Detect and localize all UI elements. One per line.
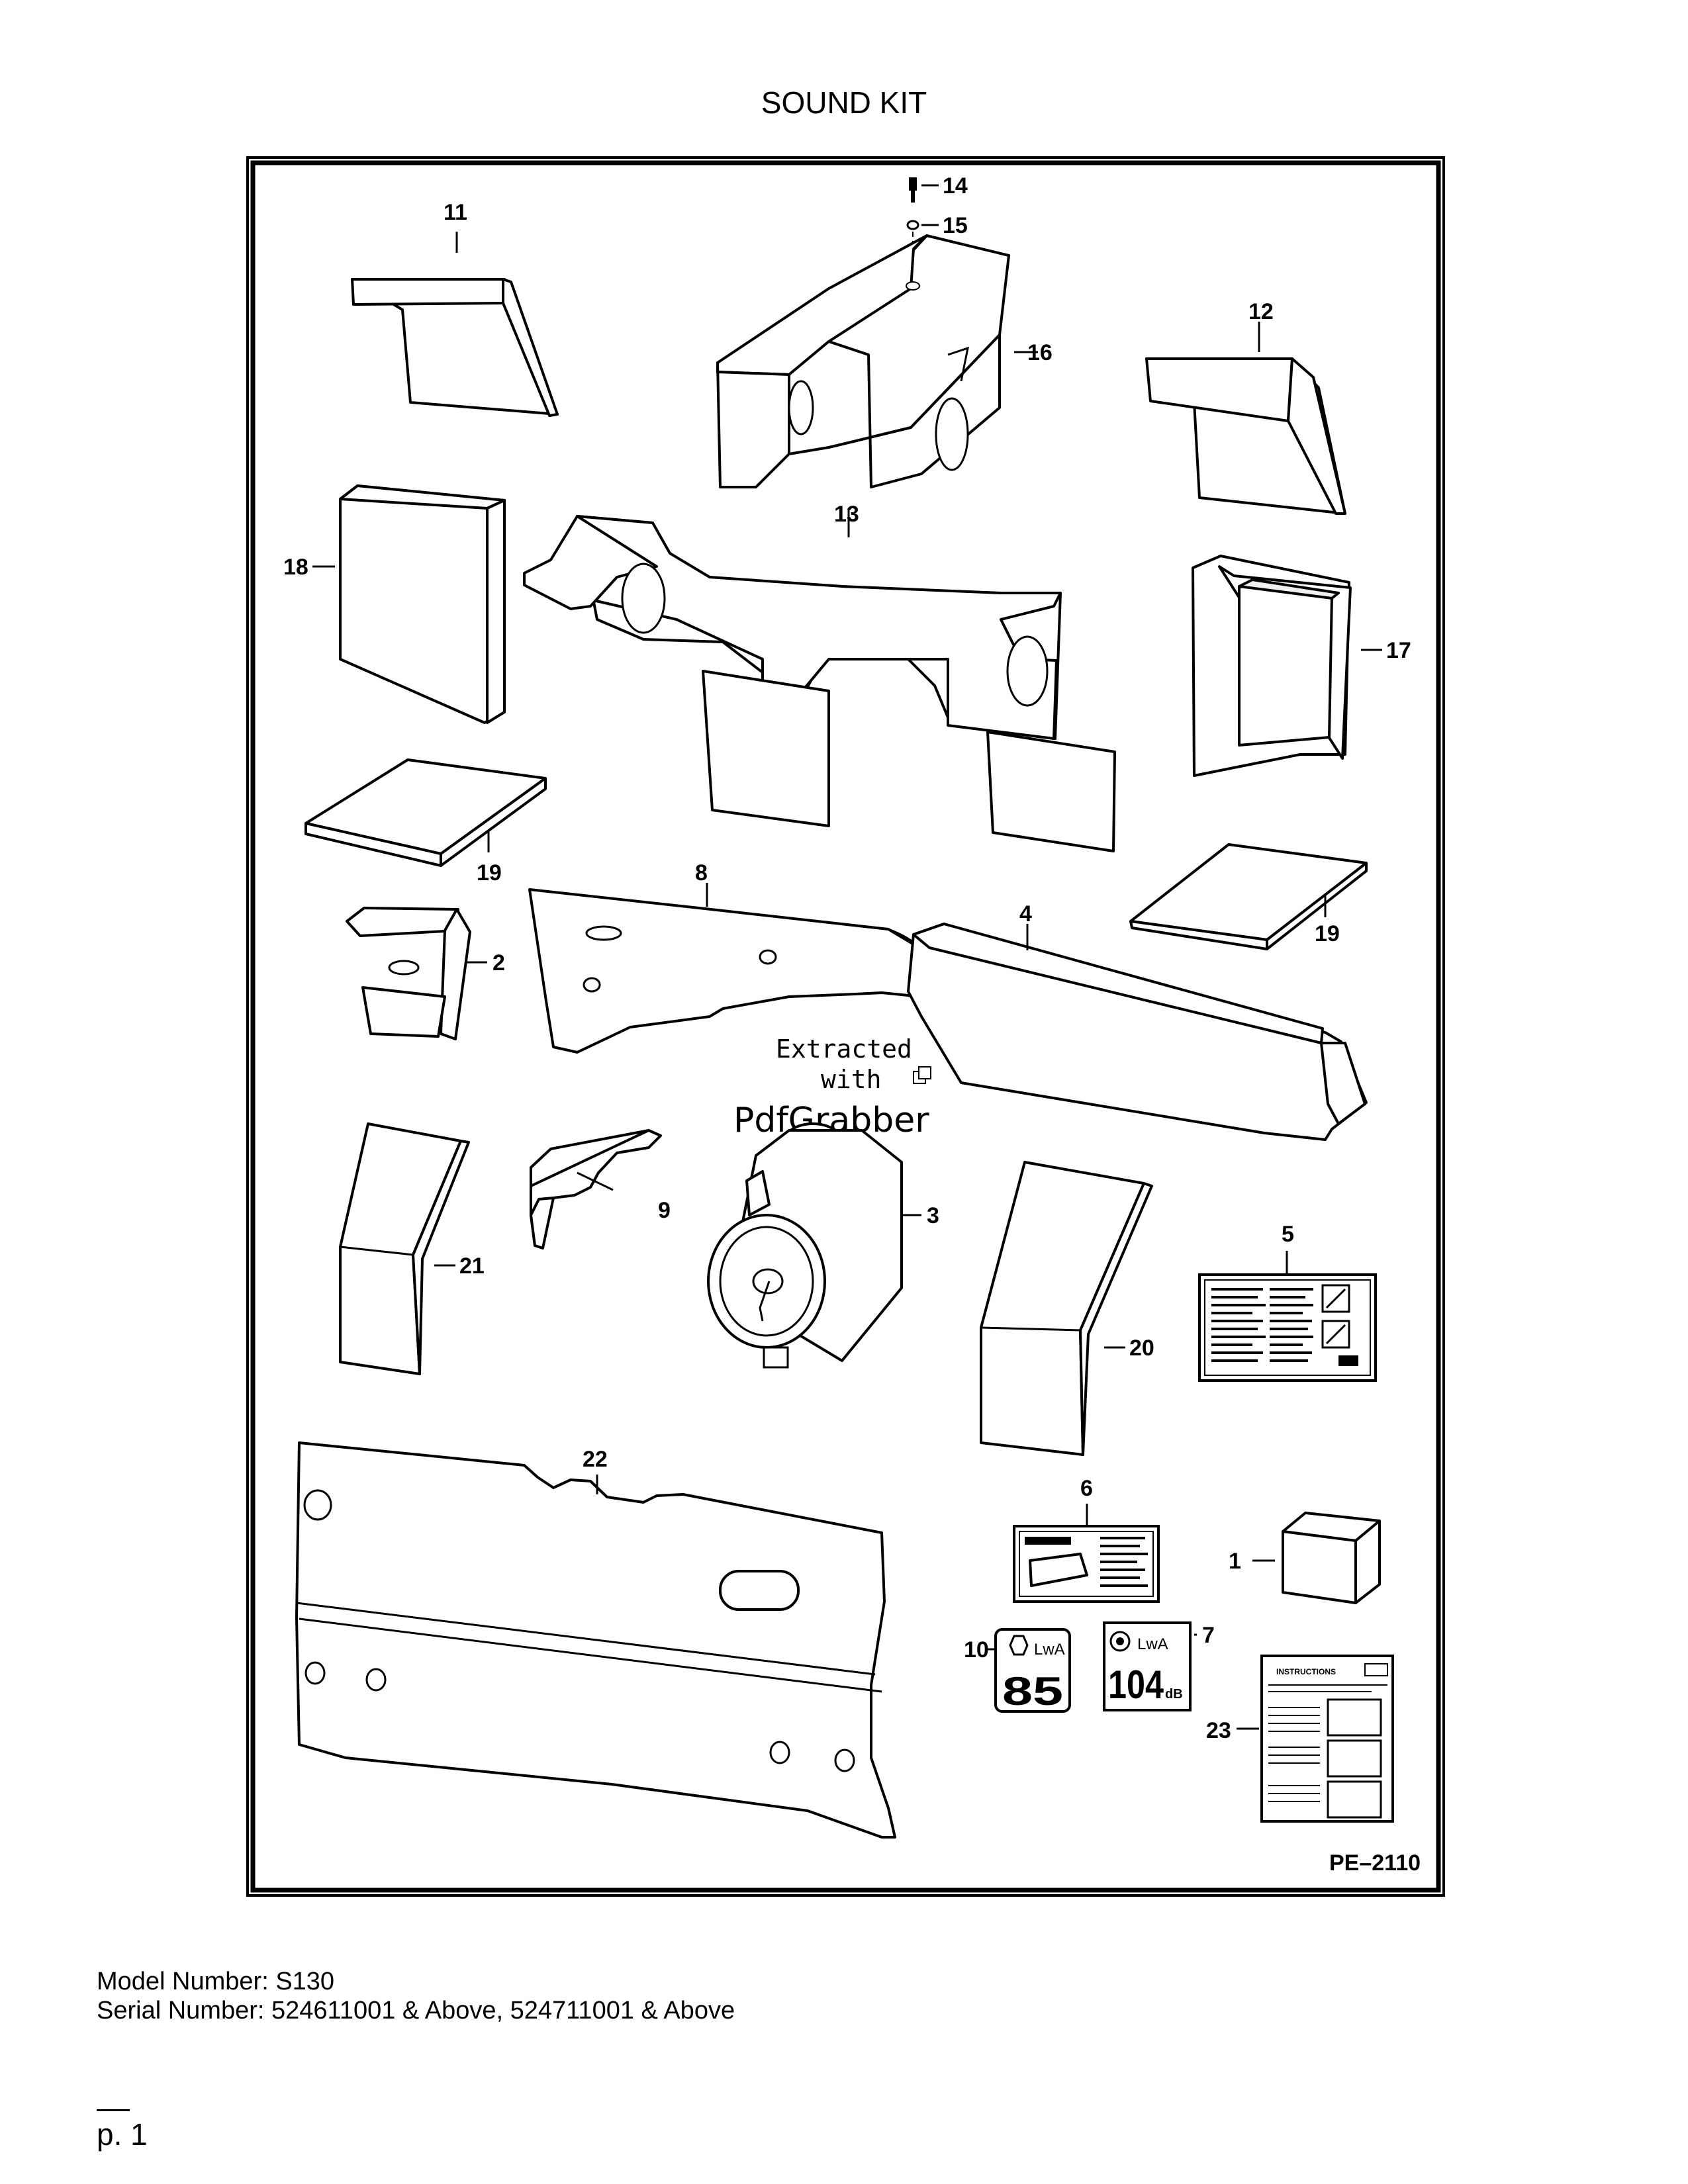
decal-7-lwa: LwA [1137,1635,1168,1653]
decal-7-unit: dB [1165,1687,1183,1702]
callout-16: 16 [1027,340,1053,365]
page-number: p. 1 [97,2117,148,2152]
callout-3: 3 [927,1203,939,1228]
part-21-block [339,1122,470,1375]
part-6-decal [1013,1504,1160,1603]
reference-code: PE–2110 [1329,1850,1421,1876]
callout-12: 12 [1248,299,1274,324]
callout-14: 14 [943,173,968,199]
page-title: SOUND KIT [761,85,927,120]
callout-13: 13 [834,502,859,527]
callout-10: 10 [964,1637,989,1662]
part-2-bracket [346,907,487,1040]
part-18-block [312,484,506,724]
callout-2: 2 [492,950,505,976]
part-4-long-pad [907,923,1368,1141]
footer-rule [97,2109,130,2111]
part-17-frame [1192,555,1382,777]
callout-9: 9 [658,1198,671,1223]
instructions-heading: INSTRUCTIONS [1276,1667,1336,1676]
part-14-bolt [909,177,939,203]
callout-8: 8 [695,860,708,886]
callout-7: 7 [1202,1623,1215,1648]
decal-10-lwa: LwA [1034,1641,1065,1659]
part-20-block [980,1161,1153,1456]
callout-22: 22 [583,1447,608,1472]
callout-20: 20 [1129,1336,1154,1361]
part-13-panel [523,508,1116,852]
callout-6: 6 [1080,1476,1093,1501]
callout-labels: 11 14 15 16 12 13 18 17 19 8 4 19 2 9 3 … [283,173,1411,1743]
part-19-pad-right [1129,843,1368,950]
part-11-pad [351,278,559,417]
serial-number: Serial Number: 524611001 & Above, 524711… [97,1997,735,2025]
part-16-shroud [716,234,1038,488]
decal-7-value: 104 [1108,1662,1164,1707]
model-number: Model Number: S130 [97,1968,335,1995]
watermark-line2: with [821,1065,882,1094]
part-23-instructions: INSTRUCTIONS [1237,1655,1394,1823]
part-9-wedge [530,1129,662,1250]
parts-diagram: Extracted with PdfGrabber [246,156,1445,1897]
callout-5: 5 [1282,1222,1294,1247]
callout-19-left: 19 [477,860,502,886]
part-1-box [1252,1512,1381,1604]
callout-18: 18 [283,555,308,580]
part-10-sound-decal: LwA 85 [994,1628,1071,1713]
callout-17: 17 [1386,638,1411,663]
part-3-muffler [707,1122,921,1369]
callout-4: 4 [1019,901,1032,927]
decal-10-value: 85 [1002,1669,1063,1713]
part-12-pad [1145,322,1346,515]
callout-15: 15 [943,213,968,238]
callout-11: 11 [444,200,467,225]
part-7-sound-decal: LwA 104 dB [1103,1621,1192,1711]
watermark-line1: Extracted [776,1034,912,1064]
part-22-large-panel [295,1441,896,1839]
part-5-decal [1198,1251,1377,1382]
part-19-pad-left [305,758,547,867]
callout-23: 23 [1206,1718,1231,1743]
callout-21: 21 [459,1253,485,1279]
callout-1: 1 [1229,1549,1241,1574]
callout-19-right: 19 [1315,921,1340,946]
